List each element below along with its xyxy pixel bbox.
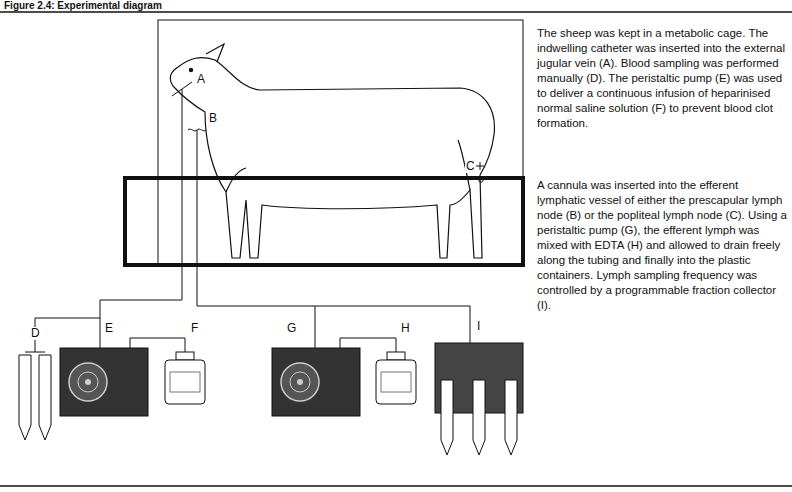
blood-sample-tubes [19,355,51,440]
callout-letter: E [104,322,114,335]
callout-letter: I [476,320,481,333]
callout-letter: A [196,73,206,86]
cage-outline [158,20,523,265]
tubing [25,89,470,352]
callout-letter: H [400,322,411,335]
callout-letter: C [465,160,476,173]
description-text: The sheep was kept in a metabolic cage. … [537,26,787,131]
frame [0,12,792,486]
description-text: A cannula was inserted into the efferent… [537,178,787,313]
callout-letter: B [208,112,218,125]
callout-letter: G [286,322,297,335]
peristaltic-pump-g [272,348,360,416]
metabolic-cage [125,178,523,265]
callout-letter: D [30,327,41,340]
catheter-marks [172,82,484,182]
edta-bottle [376,352,416,404]
saline-bottle [165,352,205,404]
peristaltic-pump-e [60,348,148,416]
fraction-collector [435,343,523,455]
sheep [170,44,494,258]
figure-title: Figure 2.4: Experimental diagram [4,0,162,11]
callout-letter: F [190,322,199,335]
